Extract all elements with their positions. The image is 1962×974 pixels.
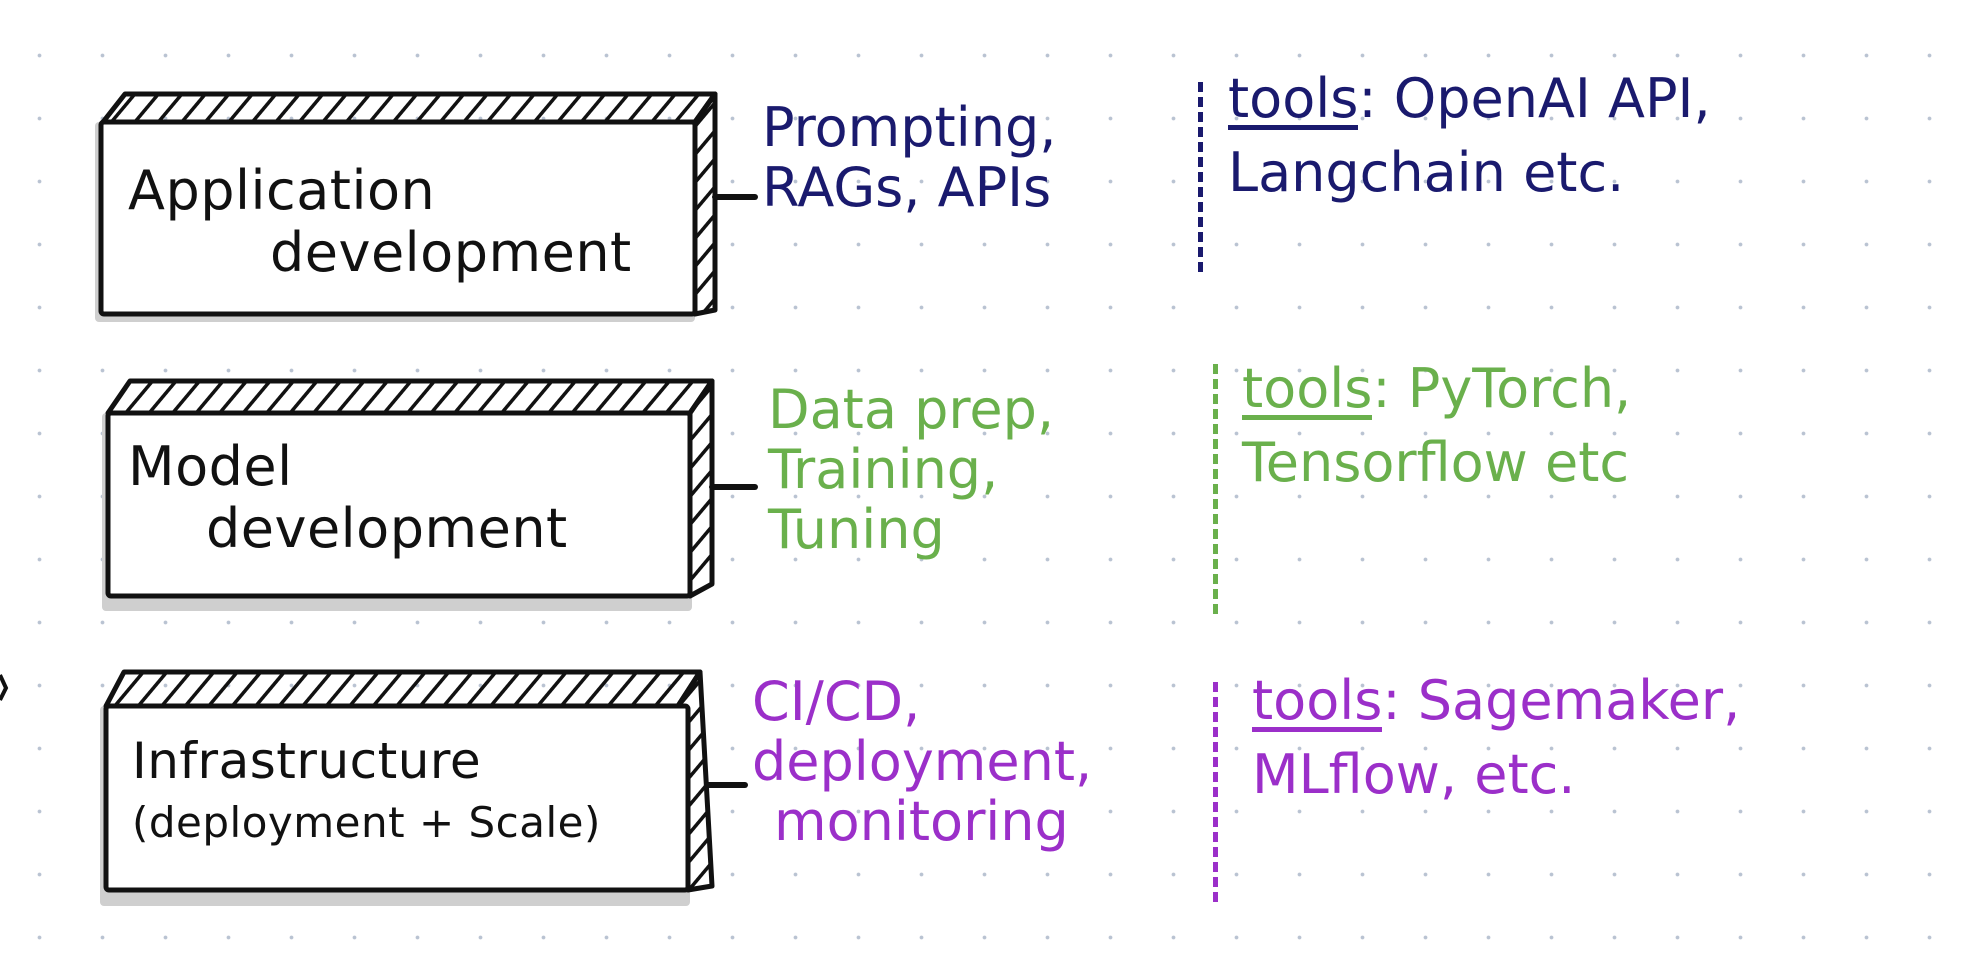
- infrastructure-activity-2: deployment,: [752, 730, 1093, 793]
- model-activity-2: Training,: [768, 438, 999, 501]
- model-divider: [1213, 364, 1218, 614]
- model-box: [102, 378, 758, 611]
- infrastructure-box-line-1: Infrastructure: [132, 732, 482, 790]
- model-box-line-2: development: [206, 497, 568, 560]
- application-tools: tools: OpenAI API, Langchain etc.: [1228, 62, 1711, 210]
- model-tools-line-1: : PyTorch,: [1372, 357, 1632, 420]
- infrastructure-tools: tools: Sagemaker, MLflow, etc.: [1252, 664, 1740, 812]
- application-tools-line-1: : OpenAI API,: [1358, 67, 1711, 130]
- infrastructure-activities: CI/CD, deployment, monitoring: [752, 672, 1092, 852]
- application-box: [95, 91, 758, 322]
- model-activity-3: Tuning: [768, 498, 945, 561]
- infrastructure-box-label: Infrastructure (deployment + Scale): [132, 730, 601, 854]
- model-activity-1: Data prep,: [768, 378, 1055, 441]
- infrastructure-tools-keyword: tools: [1252, 669, 1383, 732]
- application-activity-1: Prompting,: [762, 96, 1057, 159]
- infrastructure-tools-line-2: MLflow, etc.: [1252, 743, 1576, 806]
- infrastructure-activity-1: CI/CD,: [752, 670, 921, 733]
- infrastructure-divider: [1213, 682, 1218, 902]
- infrastructure-box-line-2: (deployment + Scale): [132, 798, 601, 847]
- model-tools: tools: PyTorch, Tensorflow etc: [1242, 352, 1631, 500]
- model-tools-keyword: tools: [1242, 357, 1373, 420]
- application-activity-2: RAGs, APIs: [762, 156, 1052, 219]
- infrastructure-tools-line-1: : Sagemaker,: [1382, 669, 1741, 732]
- infrastructure-box: [100, 669, 748, 906]
- edge-mark: [0, 674, 9, 701]
- model-tools-line-2: Tensorflow etc: [1242, 431, 1630, 494]
- model-activities: Data prep, Training, Tuning: [768, 380, 1054, 560]
- application-box-line-1: Application: [128, 159, 436, 222]
- model-box-label: Model development: [128, 436, 568, 560]
- application-tools-line-2: Langchain etc.: [1228, 141, 1625, 204]
- application-tools-keyword: tools: [1228, 67, 1359, 130]
- application-divider: [1198, 82, 1203, 272]
- application-activities: Prompting, RAGs, APIs: [762, 98, 1056, 218]
- infrastructure-activity-3: monitoring: [774, 790, 1069, 853]
- application-box-label: Application development: [128, 160, 632, 284]
- model-box-line-1: Model: [128, 435, 293, 498]
- application-box-line-2: development: [270, 221, 632, 284]
